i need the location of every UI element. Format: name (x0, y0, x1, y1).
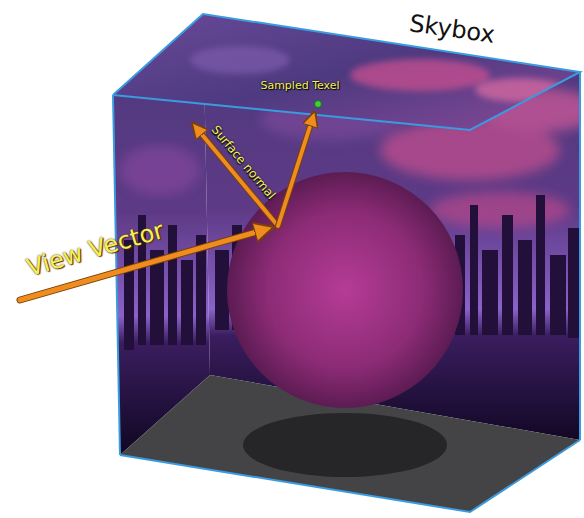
texel-label: Sampled Texel (260, 80, 339, 93)
top-face (110, 10, 584, 135)
normal-arrow (194, 125, 278, 226)
sphere-shadow (243, 413, 447, 477)
title-label: Skybox (408, 10, 497, 49)
vector-arrows (20, 114, 314, 300)
reflection-arrow (278, 114, 314, 226)
texel-dot (315, 101, 322, 108)
cube-edges (113, 14, 580, 512)
